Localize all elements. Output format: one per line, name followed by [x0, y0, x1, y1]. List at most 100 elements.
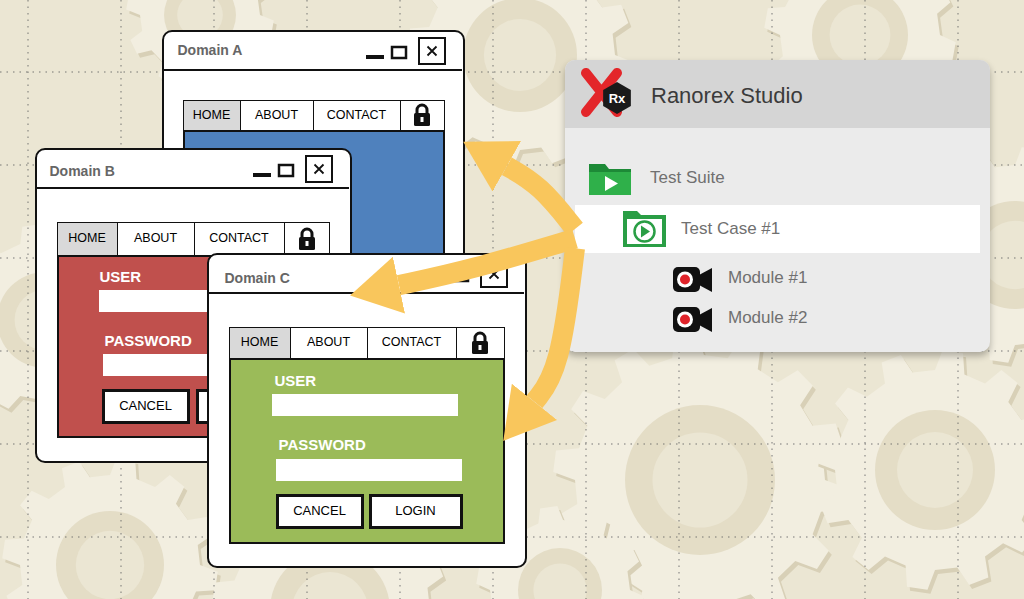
gear-body	[2, 457, 218, 599]
gear-ring	[625, 405, 775, 555]
login-panel: USER PASSWORD CANCEL LOGIN	[229, 358, 505, 544]
tree-item-label: Module #2	[728, 308, 807, 328]
lock-tab	[456, 327, 505, 359]
lock-icon	[412, 103, 432, 127]
text-input	[272, 394, 458, 416]
lock-body	[299, 237, 315, 250]
lock-tab	[400, 100, 445, 131]
gear-hole	[653, 433, 748, 528]
field-label: USER	[100, 268, 142, 285]
tab-label: HOME	[193, 108, 231, 122]
camera-lens	[699, 308, 712, 332]
lock-body	[414, 113, 430, 126]
logo-text: Rx	[609, 91, 626, 106]
gear-shape	[815, 350, 1024, 594]
nav-tab: ABOUT	[290, 327, 368, 359]
record-dot	[680, 275, 690, 285]
window-title: Domain A	[178, 42, 243, 58]
recording-module-icon	[672, 306, 714, 334]
nav-tab: HOME	[229, 327, 291, 359]
button-label: LOGIN	[395, 504, 435, 519]
camera-body	[673, 307, 700, 332]
field-label: PASSWORD	[279, 436, 366, 453]
tab-label: CONTACT	[327, 108, 387, 122]
gear-hole	[533, 563, 586, 599]
nav-tab: HOME	[183, 100, 241, 131]
suite-folder-icon	[588, 161, 634, 197]
tab-label: CONTACT	[209, 231, 269, 245]
close-button	[481, 261, 507, 287]
button-label: CANCEL	[119, 399, 172, 414]
gear-hole	[484, 19, 556, 91]
gear-ring	[875, 410, 995, 530]
nav-tab: ABOUT	[240, 100, 314, 131]
play-circle	[635, 222, 655, 242]
form-button: LOGIN	[369, 494, 463, 529]
lock-shackle	[302, 229, 312, 238]
tree-item-label: Test Case #1	[681, 219, 780, 239]
lock-shackle	[417, 105, 427, 114]
maximize-button	[392, 47, 406, 58]
recording-module-icon	[672, 266, 714, 294]
gear-ring	[518, 548, 602, 599]
record-ring	[677, 312, 693, 328]
camera-lens	[699, 268, 712, 292]
minimize-button	[253, 173, 271, 177]
field-label: PASSWORD	[105, 332, 192, 349]
window-controls	[364, 36, 456, 68]
gear-shape	[2, 457, 221, 599]
maximize-button	[279, 165, 293, 176]
nav-tab: CONTACT	[367, 327, 457, 359]
minimize-button	[428, 278, 446, 282]
folder-back	[589, 164, 631, 195]
button-label: CANCEL	[293, 504, 346, 519]
tree-item: Module #1	[575, 262, 980, 296]
title-bar-divider	[37, 187, 349, 189]
lock-tab	[284, 222, 330, 256]
app-title: Ranorex Studio	[651, 83, 803, 108]
nav-tab: CONTACT	[194, 222, 285, 256]
gear-ring	[463, 0, 577, 112]
studio-panel: Ranorex StudioTest SuiteTest Case #1 Modu…	[565, 60, 990, 352]
form-button: CANCEL	[102, 389, 190, 424]
play-triangle	[641, 226, 650, 238]
window-title: Domain B	[50, 163, 115, 179]
window-title: Domain C	[225, 270, 290, 286]
nav-tab: CONTACT	[313, 100, 401, 131]
nav-tab: ABOUT	[117, 222, 195, 256]
gear-hole	[76, 531, 144, 599]
record-ring	[677, 272, 693, 288]
gear-body	[815, 350, 1024, 590]
tree-item: Test Case #1	[575, 205, 980, 253]
folder-front	[589, 172, 631, 195]
gear-hole	[897, 432, 973, 508]
close-cross	[315, 165, 324, 174]
grid-line	[27, 0, 29, 599]
close-button	[306, 156, 332, 182]
form-button: CANCEL	[276, 494, 364, 529]
case-folder-icon	[622, 209, 668, 249]
title-bar-divider	[164, 69, 462, 71]
camera-body	[673, 267, 700, 292]
gear-hole	[292, 572, 368, 599]
maximize-button	[454, 270, 468, 281]
field-label: USER	[275, 372, 317, 389]
tab-label: ABOUT	[134, 231, 177, 245]
tab-label: ABOUT	[255, 108, 298, 122]
play-triangle	[605, 176, 618, 191]
tree-item: Test Suite	[575, 158, 980, 200]
lock-keyhole	[305, 241, 308, 246]
tab-label: HOME	[241, 335, 279, 349]
close-cross	[428, 47, 437, 56]
browser-window: Domain C HOME ABOUT CONTACT USER PASSWORD CANC…	[207, 253, 527, 568]
title-bar-divider	[209, 292, 524, 294]
tab-label: HOME	[68, 231, 106, 245]
lock-shackle	[475, 333, 485, 342]
tab-label: CONTACT	[382, 335, 442, 349]
window-controls	[426, 259, 518, 291]
minimize-button	[366, 55, 384, 59]
record-dot	[680, 315, 690, 325]
tree-item-label: Module #1	[728, 268, 807, 288]
window-controls	[251, 154, 343, 186]
